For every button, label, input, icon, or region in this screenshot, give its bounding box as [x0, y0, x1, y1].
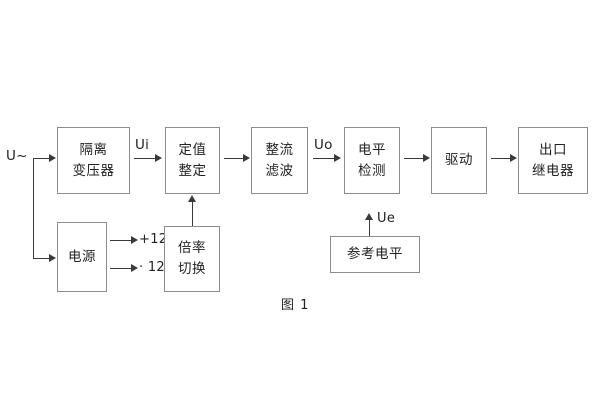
- block-multiplier-switch-line-2: 切换: [178, 261, 206, 277]
- block-isolation-transformer-line-1: 隔离: [79, 141, 108, 158]
- arrow-source-to-power-supply-icon: [49, 253, 56, 262]
- line-power-negative-rail: [110, 268, 132, 269]
- block-reference-level-line-1: 参考电平: [347, 246, 403, 263]
- line-driver-to-output-relay: [491, 158, 511, 159]
- line-reference-to-level-detection: [369, 219, 370, 236]
- arrow-reference-to-level-detection-icon: [364, 213, 373, 220]
- arrow-setting-to-rectifier-icon: [243, 153, 250, 162]
- signal-uo-label: Uo: [314, 137, 333, 153]
- source-branch-to-power-supply: [33, 258, 50, 259]
- block-multiplier-switch[interactable]: 倍率 切换: [164, 226, 220, 292]
- block-setting-value-line-2: 整定: [178, 162, 207, 179]
- block-rectifier-filter-line-2: 滤波: [265, 162, 294, 179]
- block-isolation-transformer-line-2: 变压器: [72, 162, 115, 179]
- source-branch-to-transformer: [33, 158, 50, 159]
- line-power-positive-rail: [110, 240, 132, 241]
- block-setting-value[interactable]: 定值 整定: [165, 127, 220, 194]
- block-level-detection-line-1: 电平: [358, 141, 386, 158]
- block-power-supply[interactable]: 电源: [57, 222, 107, 292]
- block-output-relay-line-2: 继电器: [532, 162, 574, 179]
- arrow-level-detection-to-driver-icon: [423, 153, 430, 162]
- figure-caption: 图 1: [281, 298, 310, 313]
- signal-ui-label: Ui: [135, 137, 150, 153]
- line-setting-to-rectifier: [224, 158, 244, 159]
- source-bus-vertical: [33, 158, 34, 258]
- arrow-multiplier-to-setting-icon: [187, 195, 196, 202]
- block-level-detection-line-2: 检测: [358, 162, 386, 179]
- block-driver-line-1: 驱动: [445, 152, 473, 169]
- block-isolation-transformer[interactable]: 隔离 变压器: [57, 127, 130, 194]
- block-power-supply-line-1: 电源: [68, 248, 96, 265]
- block-rectifier-filter-line-1: 整流: [265, 141, 294, 158]
- line-multiplier-to-setting: [192, 201, 193, 226]
- source-voltage-label: U~: [6, 148, 28, 164]
- line-rectifier-to-level-detection: [313, 158, 335, 159]
- arrow-rectifier-to-level-detection-icon: [334, 153, 341, 162]
- block-level-detection[interactable]: 电平 检测: [344, 127, 400, 194]
- block-multiplier-switch-line-1: 倍率: [178, 240, 206, 257]
- line-transformer-to-setting: [134, 158, 156, 159]
- signal-ue-label: Ue: [377, 211, 396, 226]
- line-level-detection-to-driver: [404, 158, 424, 159]
- arrow-driver-to-output-relay-icon: [510, 153, 517, 162]
- arrow-power-negative-rail-icon: [131, 263, 138, 272]
- block-driver[interactable]: 驱动: [431, 127, 487, 194]
- arrow-transformer-to-setting-icon: [155, 153, 162, 162]
- block-reference-level[interactable]: 参考电平: [330, 236, 420, 273]
- block-rectifier-filter[interactable]: 整流 滤波: [251, 127, 308, 194]
- block-output-relay[interactable]: 出口 继电器: [518, 127, 588, 194]
- block-output-relay-line-1: 出口: [539, 141, 567, 158]
- arrow-source-to-transformer-icon: [49, 153, 56, 162]
- block-setting-value-line-1: 定值: [178, 141, 207, 158]
- arrow-power-positive-rail-icon: [131, 235, 138, 244]
